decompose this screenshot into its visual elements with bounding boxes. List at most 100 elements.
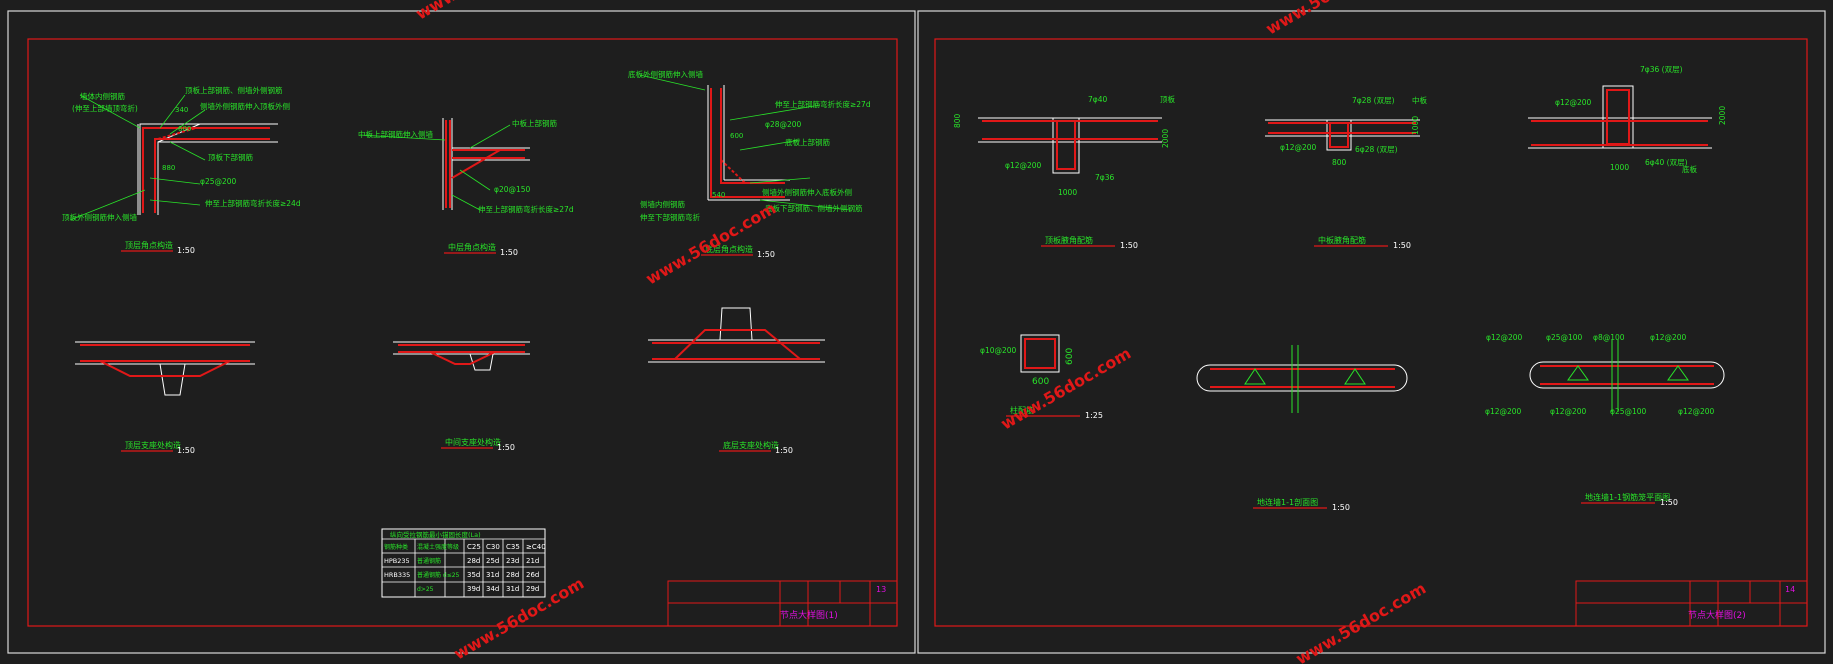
table-header: 混凝土强度等级 xyxy=(417,543,459,551)
rebar-note: 顶板上部钢筋、侧墙外侧钢筋 xyxy=(185,85,283,95)
rebar-note: 6φ40 (双层) xyxy=(1645,158,1688,167)
detail-title: 底层角点构造 xyxy=(705,244,753,254)
rebar-note: 7φ36 (双层) xyxy=(1640,65,1683,74)
rebar-note: φ12@200 xyxy=(1650,333,1687,342)
detail-title: 中板腋角配筋 xyxy=(1318,235,1366,245)
rebar-note: 伸至下部钢筋弯折 xyxy=(640,212,700,222)
watermark: www.56doc.com xyxy=(1263,0,1400,38)
table-cell: HRB335 xyxy=(384,571,410,579)
detail-title: 柱配筋 xyxy=(1010,405,1034,415)
detail-column xyxy=(1020,334,1060,373)
detail-middle-corner xyxy=(359,118,530,211)
detail-scale: 1:50 xyxy=(1660,498,1678,507)
table-cell: 普通钢筋 d≤25 xyxy=(417,571,460,579)
detail-title: 顶层角点构造 xyxy=(125,240,173,250)
sheet-name: 节点大样图(1) xyxy=(780,609,838,621)
rebar-note: 侧墙内侧钢筋 xyxy=(640,199,685,209)
rebar-note: 底板 xyxy=(1682,164,1698,174)
table-header: C30 xyxy=(486,543,500,551)
detail-middle-support xyxy=(393,341,530,371)
sheet-1 xyxy=(69,74,898,627)
detail-scale: 1:50 xyxy=(1120,241,1138,250)
detail-title: 地连墙1-1钢筋笼平面图 xyxy=(1585,492,1670,502)
sheet-frames xyxy=(7,10,1826,654)
rebar-note: φ12@200 xyxy=(1678,407,1715,416)
sheet-number: 14 xyxy=(1785,585,1795,594)
dimension-text: 600 xyxy=(1065,348,1075,365)
detail-top-corner xyxy=(69,94,278,221)
watermark: www.56doc.com xyxy=(1293,579,1430,664)
title-block-2 xyxy=(1575,580,1808,627)
dimension-text: 600 xyxy=(178,125,191,133)
detail-title: 顶板腋角配筋 xyxy=(1045,235,1093,245)
rebar-note: 侧墙外侧钢筋伸入顶板外侧 xyxy=(200,101,290,111)
rebar-note: φ10@200 xyxy=(980,346,1017,355)
dimension-text: 880 xyxy=(162,164,175,172)
detail-scale: 1:50 xyxy=(497,443,515,452)
detail-top-haunch xyxy=(978,117,1162,174)
rebar-note: 7φ28 (双层) xyxy=(1352,96,1395,105)
rebar-note: φ20@150 xyxy=(494,185,531,194)
rebar-note: 底板上部钢筋 xyxy=(785,137,830,147)
dimension-text: 600 xyxy=(1032,377,1049,387)
rebar-note: 伸至上部钢筋弯折长度≥27d xyxy=(775,99,871,109)
rebar-note: 2000 xyxy=(1718,106,1727,125)
detail-title: 底层支座处构造 xyxy=(723,440,779,450)
detail-scale: 1:50 xyxy=(177,446,195,455)
sheet-name: 节点大样图(2) xyxy=(1688,609,1746,621)
detail-bottom-corner xyxy=(639,74,851,211)
rebar-note: 墙体内侧钢筋 xyxy=(80,91,125,101)
detail-scale: 1:50 xyxy=(775,446,793,455)
rebar-note: 中板 xyxy=(1412,95,1428,105)
rebar-note: φ25@200 xyxy=(200,177,237,186)
table-title: 纵向受拉钢筋最小锚固长度(Lа) xyxy=(390,530,481,539)
rebar-note: φ12@200 xyxy=(1280,143,1317,152)
rebar-note: 800 xyxy=(1332,158,1347,167)
rebar-note: 顶板 xyxy=(1160,94,1176,104)
table-cell: 23d xyxy=(506,557,519,565)
rebar-note: 800 xyxy=(953,113,962,128)
table-header: 钢筋种类 xyxy=(384,543,408,551)
table-cell: 25d xyxy=(486,557,499,565)
detail-scale: 1:25 xyxy=(1085,411,1103,420)
rebar-note: 7φ40 xyxy=(1088,95,1107,104)
detail-scale: 1:50 xyxy=(500,248,518,257)
table-cell: 31d xyxy=(486,571,499,579)
watermark: www.56doc.com xyxy=(413,0,550,23)
detail-title: 顶层支座处构造 xyxy=(125,440,181,450)
table-cell: 29d xyxy=(526,585,539,593)
rebar-note: φ25@100 xyxy=(1546,333,1583,342)
rebar-note: 伸至上部钢筋弯折长度≥27d xyxy=(478,204,574,214)
rebar-note: 底板下部钢筋、侧墙外侧钢筋 xyxy=(765,203,863,213)
rebar-note: φ12@200 xyxy=(1555,98,1592,107)
rebar-note: φ8@100 xyxy=(1593,333,1625,342)
table-cell: 31d xyxy=(506,585,519,593)
detail-title: 地连墙1-1剖面图 xyxy=(1257,497,1318,507)
rebar-note: 2000 xyxy=(1161,129,1170,148)
rebar-note: (伸至上部墙顶弯折) xyxy=(72,103,138,113)
table-cell: 普通钢筋 xyxy=(417,557,441,565)
table-cell: d>25 xyxy=(417,586,434,593)
rebar-note: 中板上部钢筋 xyxy=(512,118,557,128)
table-cell: 39d xyxy=(467,585,480,593)
rebar-note: φ25@100 xyxy=(1610,407,1647,416)
detail-diaphragm-section xyxy=(1196,345,1408,413)
table-cell: 35d xyxy=(467,571,480,579)
rebar-note: φ28@200 xyxy=(765,120,802,129)
detail-scale: 1:50 xyxy=(1332,503,1350,512)
table-cell: HPB235 xyxy=(384,557,410,565)
rebar-note: φ12@200 xyxy=(1005,161,1042,170)
table-cell: 21d xyxy=(526,557,539,565)
table-cell: 28d xyxy=(467,557,480,565)
detail-scale: 1:50 xyxy=(177,246,195,255)
rebar-note: 1000 xyxy=(1411,116,1420,135)
rebar-note: φ12@200 xyxy=(1486,333,1523,342)
rebar-note: 中板上部钢筋伸入侧墙 xyxy=(358,129,433,139)
detail-diaphragm-plan xyxy=(1529,340,1725,412)
detail-title: 中间支座处构造 xyxy=(445,437,501,447)
table-header: ≥C40 xyxy=(526,543,546,551)
detail-bottom-support xyxy=(648,307,825,363)
dimension-text: 340 xyxy=(175,106,188,114)
detail-middle-haunch xyxy=(1265,119,1420,151)
